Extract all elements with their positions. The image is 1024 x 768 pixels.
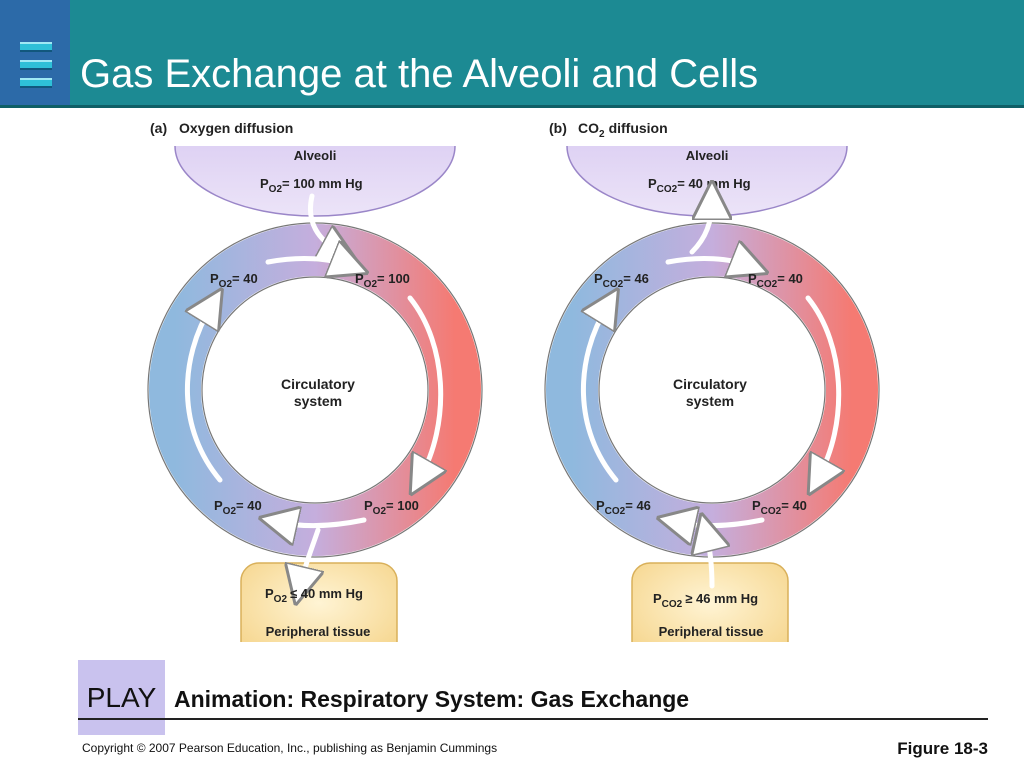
label-top-right: PCO2= 40 — [748, 271, 803, 290]
panel-oxygen-diffusion: (a) Oxygen diffusion Alveoli PO2= 100 mm… — [147, 120, 483, 642]
panel-tag: (a) — [150, 120, 167, 136]
figure-label: Figure 18-3 — [897, 739, 988, 758]
center-label-line1: Circulatory — [281, 376, 355, 392]
flow-arrows — [583, 200, 838, 589]
header-accent-block — [0, 0, 70, 105]
alveoli-shape — [174, 146, 456, 217]
animation-title[interactable]: Animation: Respiratory System: Gas Excha… — [174, 686, 690, 712]
alveoli-label: Alveoli — [294, 148, 337, 163]
panel-tag: (b) — [549, 120, 567, 136]
label-top-right: PO2= 100 — [355, 271, 410, 290]
flow-arrows — [187, 193, 440, 586]
center-label-line2: system — [294, 393, 342, 409]
label-top-left: PO2= 40 — [210, 271, 258, 290]
center-label-line2: system — [686, 393, 734, 409]
tissue-label: Peripheral tissue — [659, 624, 764, 639]
page-title: Gas Exchange at the Alveoli and Cells — [80, 52, 759, 96]
tissue-label: Peripheral tissue — [266, 624, 371, 639]
slide-header — [0, 0, 1024, 105]
footer-divider — [78, 718, 988, 720]
tissue-partial-pressure: PO2≤ 40 mm Hg — [265, 586, 363, 605]
slide-logo-icon — [20, 42, 52, 92]
play-button[interactable]: PLAY — [78, 660, 165, 735]
play-label: PLAY — [86, 682, 157, 713]
header-divider — [0, 105, 1024, 108]
copyright-text: Copyright © 2007 Pearson Education, Inc.… — [82, 741, 498, 755]
panel-caption: Oxygen diffusion — [179, 120, 293, 136]
center-label-line1: Circulatory — [673, 376, 747, 392]
alveoli-partial-pressure: PO2= 100 mm Hg — [260, 176, 363, 195]
alveoli-label: Alveoli — [686, 148, 729, 163]
gas-exchange-diagram: (a) Oxygen diffusion Alveoli PO2= 100 mm… — [147, 120, 880, 642]
